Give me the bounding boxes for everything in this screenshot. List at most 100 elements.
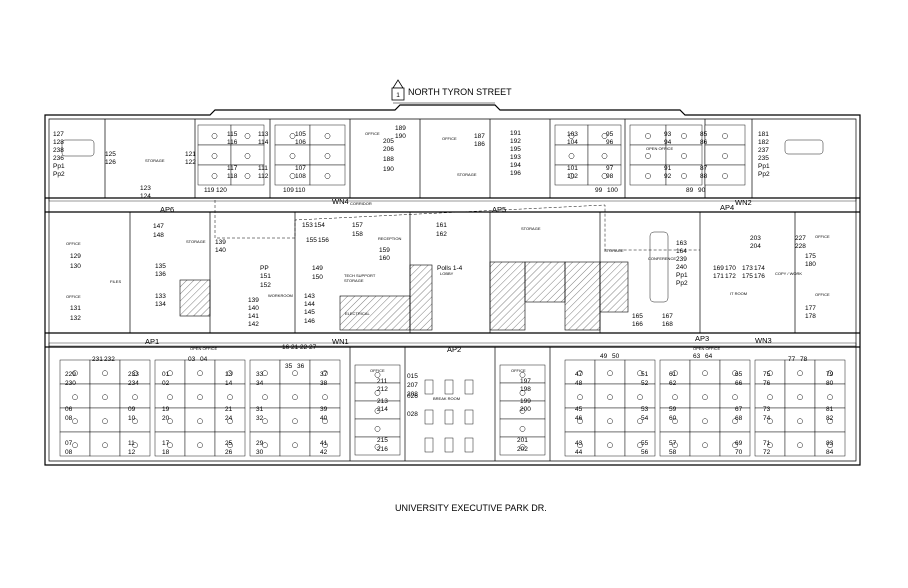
chair xyxy=(568,133,575,139)
chair xyxy=(324,173,331,179)
desk-number: 54 xyxy=(641,415,649,422)
desk-number: 38 xyxy=(320,380,328,387)
desk-number: 36 xyxy=(297,363,305,370)
desk-number: 231 xyxy=(92,356,103,363)
desk-number: 33 xyxy=(256,371,264,378)
desk-number: 198 xyxy=(520,386,531,393)
desk-number: 026 xyxy=(407,393,418,400)
desk-number: 90 xyxy=(698,187,706,194)
desk-number: 207 xyxy=(407,382,418,389)
desk-number: 150 xyxy=(312,274,323,281)
desk-number: 22 xyxy=(300,344,308,351)
desk-number: 145 xyxy=(304,309,315,316)
desk-number: 125 xyxy=(105,151,116,158)
desk-number: 04 xyxy=(200,356,208,363)
chair xyxy=(797,370,803,377)
desk-number: 56 xyxy=(641,449,649,456)
desk-number: 140 xyxy=(248,305,259,312)
desk-number: 028 xyxy=(407,411,418,418)
desk-number: 35 xyxy=(285,363,293,370)
desk-number: 154 xyxy=(314,222,325,229)
desk-number: 13 xyxy=(225,371,233,378)
svg-text:OFFICE: OFFICE xyxy=(66,241,81,246)
desk-number: 63 xyxy=(693,353,701,360)
desk-number: 118 xyxy=(227,173,238,180)
desk-number: 47 xyxy=(575,371,583,378)
chair xyxy=(827,418,833,425)
chair xyxy=(262,370,268,377)
chair xyxy=(292,418,298,425)
desk-number: 61 xyxy=(669,371,677,378)
desk-number: 191 xyxy=(510,130,521,137)
desk-number: 102 xyxy=(567,173,578,180)
room-labels: STORAGE STORAGE OFFICE OFFICE OPEN OFFIC… xyxy=(66,131,830,401)
desk-number: 139 xyxy=(215,239,226,246)
chair xyxy=(374,390,381,396)
desk-number: Pp2 xyxy=(758,171,770,178)
chair xyxy=(322,394,328,401)
desk-number: 50 xyxy=(612,353,620,360)
desk-number: 69 xyxy=(735,440,743,447)
desk-number: 02 xyxy=(162,380,170,387)
chair xyxy=(827,394,833,401)
desk-number: 98 xyxy=(606,173,614,180)
desk-number: 149 xyxy=(312,265,323,272)
desk-number: 228 xyxy=(795,243,806,250)
desk-number: 31 xyxy=(256,406,264,413)
desk-number: 91 xyxy=(664,165,672,172)
desk-number: 09 xyxy=(128,406,136,413)
top-cubicles xyxy=(197,124,746,186)
chair xyxy=(72,370,78,377)
desk-number: 73 xyxy=(763,406,771,413)
chair xyxy=(797,394,803,401)
desk-number: 172 xyxy=(725,273,736,280)
desk-number: 39 xyxy=(320,406,328,413)
desk-number: 171 xyxy=(713,273,724,280)
desk-number: 106 xyxy=(295,139,306,146)
desk-number: 84 xyxy=(826,449,834,456)
desk-number: 79 xyxy=(826,371,834,378)
svg-text:IT ROOM: IT ROOM xyxy=(730,291,747,296)
desk-number: 51 xyxy=(641,371,649,378)
chair xyxy=(292,370,298,377)
svg-text:OFFICE: OFFICE xyxy=(442,136,457,141)
desk-number: 95 xyxy=(606,131,614,138)
desk-number: 015 xyxy=(407,373,418,380)
chair xyxy=(767,418,773,425)
svg-text:LOBBY: LOBBY xyxy=(440,271,454,276)
chair xyxy=(72,418,78,425)
desk-number: 169 xyxy=(713,265,724,272)
svg-text:AP2: AP2 xyxy=(447,345,461,354)
chair xyxy=(702,394,708,401)
desk-number: 16 xyxy=(282,344,290,351)
chair xyxy=(324,133,331,139)
chair xyxy=(637,418,643,425)
chair xyxy=(374,408,381,414)
nw-conference-table xyxy=(61,139,95,157)
desk-number: 94 xyxy=(664,139,672,146)
desk-number: 29 xyxy=(256,440,264,447)
svg-text:WN2: WN2 xyxy=(735,198,752,207)
chair xyxy=(767,442,773,449)
break-room-tables xyxy=(424,379,474,453)
desk-number: 11 xyxy=(128,440,135,447)
chair xyxy=(568,153,575,159)
desk-number: 75 xyxy=(763,371,771,378)
desk-number: 88 xyxy=(700,173,708,180)
chair xyxy=(244,173,251,179)
desk-number: 74 xyxy=(763,415,771,422)
chair xyxy=(601,173,608,179)
desk-number: 26 xyxy=(225,449,233,456)
desk-number: 123 xyxy=(140,185,151,192)
svg-text:STORAGE: STORAGE xyxy=(604,248,624,253)
desk-number: 85 xyxy=(700,131,708,138)
desk-number: 105 xyxy=(295,131,306,138)
svg-text:RECEPTION: RECEPTION xyxy=(378,236,401,241)
chair xyxy=(197,418,203,425)
chair xyxy=(211,153,218,159)
svg-text:WN1: WN1 xyxy=(332,337,349,346)
chair xyxy=(645,153,651,159)
chair xyxy=(519,444,526,450)
desk-number: Pp2 xyxy=(53,171,65,178)
chair xyxy=(645,133,651,139)
